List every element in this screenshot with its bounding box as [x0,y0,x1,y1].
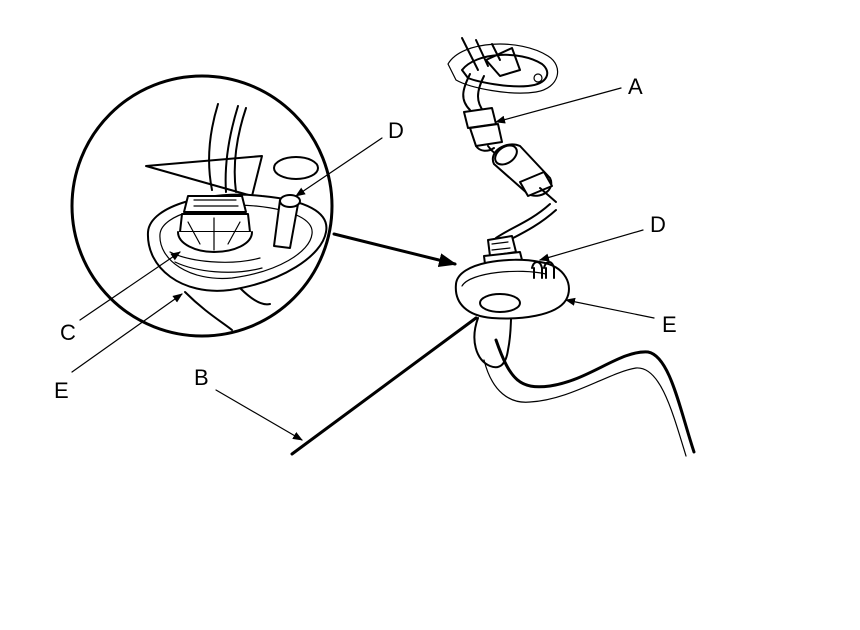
vent-fittings-d [531,261,555,279]
hose-b-line [290,316,478,456]
connector-a [463,107,503,152]
main-view [290,37,696,457]
callout-c: C [60,320,76,345]
detail-view [70,74,334,338]
detail-vent-tube [273,194,301,249]
callout-a: A [628,74,643,99]
callout-b: B [194,365,209,390]
leader-d-main [539,229,644,262]
leader-a [495,87,622,124]
detail-connector [177,195,253,253]
detail-hose-left-b [224,105,239,193]
detail-hose-left [208,103,219,191]
inline-connector [491,143,557,203]
callout-labels: A B C D D E E [54,74,677,403]
detail-panel-cutout [145,155,263,197]
leader-d-detail [295,137,383,197]
grommet-e-main [454,258,570,320]
callout-d-detail: D [388,118,404,143]
callout-d-main: D [650,212,666,237]
detail-hose-right [233,107,247,193]
fuel-hose-b [473,311,696,457]
detail-panel-hole [273,156,319,180]
leader-e-main [565,297,655,319]
detail-lower-hose-line [184,291,233,331]
harness-wire-left [462,73,471,111]
callout-e-main: E [662,312,677,337]
leader-lines [71,87,655,441]
leader-b [215,389,303,441]
leader-c [79,251,181,321]
callout-e-detail: E [54,378,69,403]
leader-e-detail [71,293,183,373]
detail-to-main-arrow [332,232,457,267]
detail-circle [70,74,334,338]
harness-to-grommet-a [495,203,551,239]
detail-lower-hose-line-2 [239,287,271,306]
